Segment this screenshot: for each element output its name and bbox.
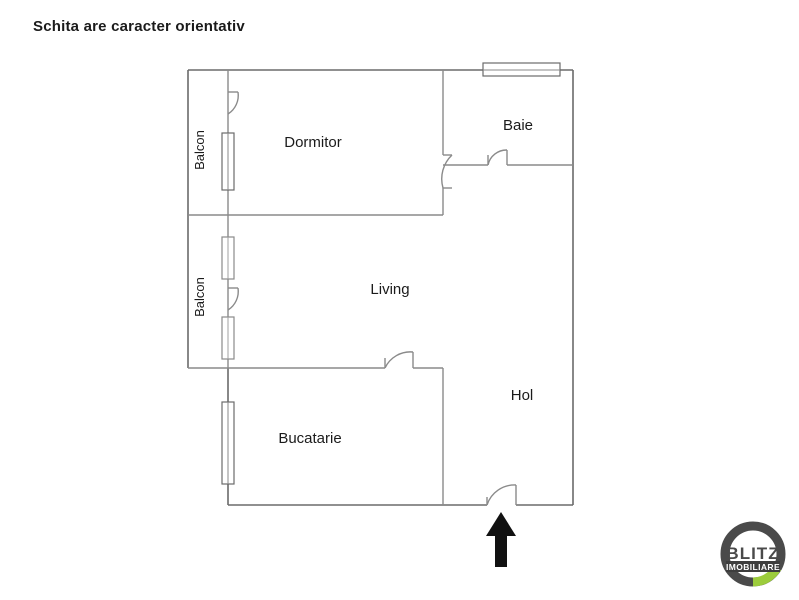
door-arc-dormitor <box>441 154 453 189</box>
window-balcon-top <box>221 132 235 191</box>
walls-outer <box>187 69 574 506</box>
logo-tagline-bar <box>726 561 780 572</box>
entrance-arrow <box>486 512 516 567</box>
window-balcon-bottom-upper <box>221 236 235 280</box>
room-label-living: Living <box>370 281 409 298</box>
door-arc-entrance <box>486 484 517 506</box>
door-arc-balcon-top <box>227 91 239 115</box>
window-baie <box>482 62 561 77</box>
balcony-label-bottom: Balcon <box>192 277 207 317</box>
logo-tagline-text: IMOBILIARE <box>726 562 780 572</box>
room-label-bucatarie: Bucatarie <box>278 430 341 447</box>
room-label-hol: Hol <box>511 387 534 404</box>
logo-brand-text: BLITZ <box>726 544 779 563</box>
windows <box>221 62 561 485</box>
door-arc-baie <box>487 149 508 166</box>
balcony-label-top: Balcon <box>192 130 207 170</box>
room-label-baie: Baie <box>503 117 533 134</box>
door-jambs <box>228 91 517 505</box>
window-balcon-bottom-lower <box>221 316 235 360</box>
window-bucatarie <box>221 401 235 485</box>
page-title: Schita are caracter orientativ <box>33 18 245 35</box>
door-arc-living-bucatarie <box>384 351 414 369</box>
logo-graphic: BLITZ IMOBILIARE <box>714 518 792 592</box>
logo-blitz-imobiliare: BLITZ IMOBILIARE <box>714 518 792 592</box>
door-arc-balcon-bottom <box>227 287 239 311</box>
door-arcs <box>227 91 517 506</box>
room-label-dormitor: Dormitor <box>284 134 342 151</box>
